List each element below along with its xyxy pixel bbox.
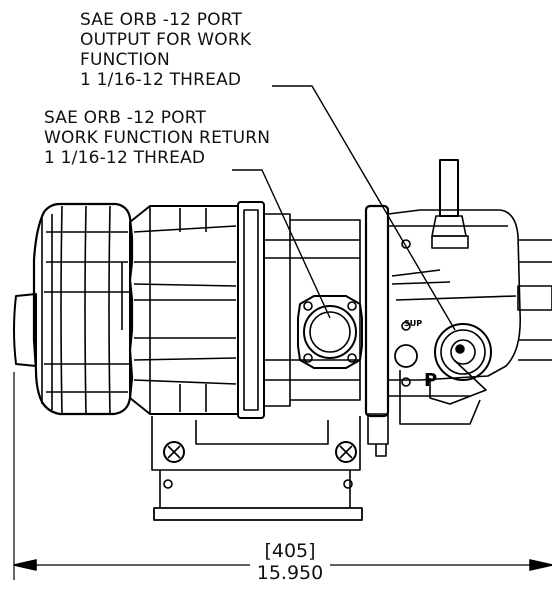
overall-length-dimension: [405] 15.950 (230, 540, 350, 584)
output-port-callout-line1: SAE ORB -12 PORT (80, 10, 243, 30)
output-port (434, 323, 492, 381)
output-port-leader (272, 85, 456, 331)
dimension-line (13, 372, 552, 580)
right-shaft (517, 239, 552, 361)
mounting-bracket (151, 416, 363, 521)
return-port-leader (232, 169, 331, 319)
motor-housing (13, 202, 134, 416)
dimension-metric: [405] (264, 540, 316, 562)
return-port-callout-line3: 1 1/16-12 THREAD (44, 148, 206, 168)
return-port-callout-line2: WORK FUNCTION RETURN (44, 128, 271, 148)
return-port-callout: SAE ORB -12 PORT WORK FUNCTION RETURN 1 … (44, 108, 270, 168)
output-port-callout-line4: 1 1/16-12 THREAD (80, 70, 242, 90)
dimension-imperial: 15.950 (256, 562, 324, 584)
output-port-callout: SAE ORB -12 PORT OUTPUT FOR WORK FUNCTIO… (80, 10, 251, 90)
output-port-callout-line2: OUTPUT FOR WORK (80, 30, 252, 50)
front-head (364, 204, 522, 457)
return-port-callout-line1: SAE ORB -12 PORT (44, 108, 207, 128)
pump-body (129, 205, 239, 415)
port-label-p: P (424, 370, 437, 391)
return-port-boss (297, 295, 363, 369)
port-label-sup: SUP (404, 319, 422, 328)
output-port-callout-line3: FUNCTION (80, 50, 170, 70)
pressure-port (394, 239, 418, 387)
top-fitting (431, 159, 469, 249)
